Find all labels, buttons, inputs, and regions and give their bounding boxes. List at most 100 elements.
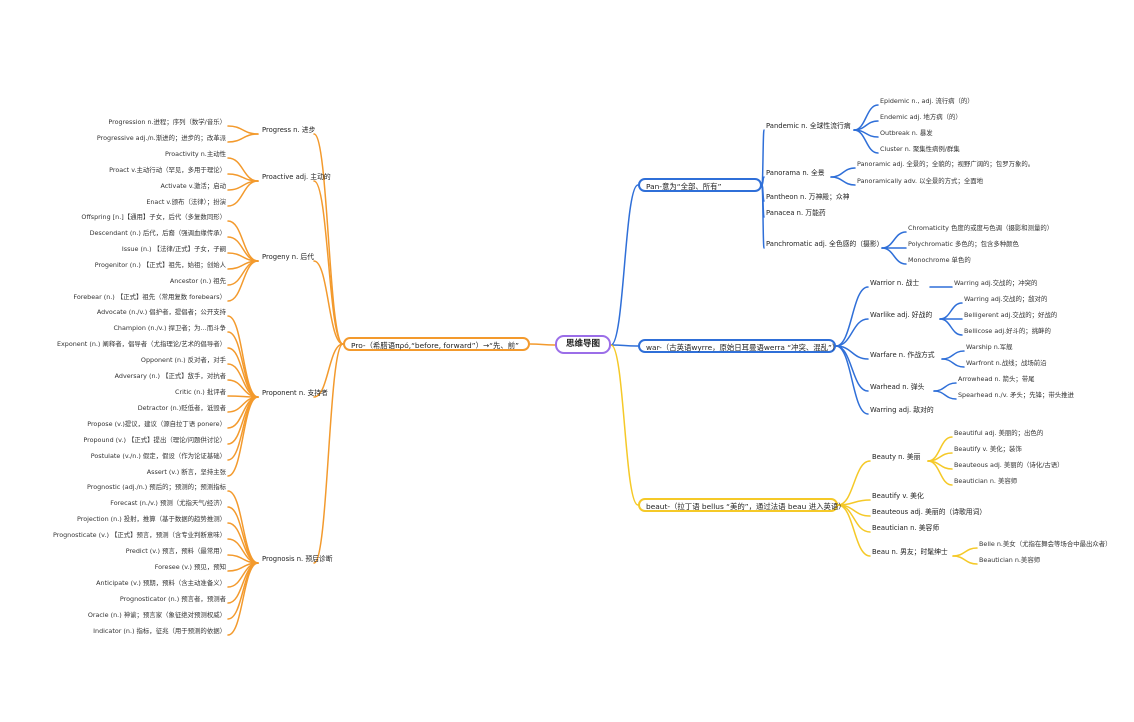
pro-item[interactable]: Projection (n.) 投射，推算（基于数据的趋势推测） [77,515,226,523]
pro-item[interactable]: Issue (n.) 【法律/正式】子女，子嗣 [121,245,226,253]
pan-group-label[interactable]: Pantheon n. 万神殿；众神 [766,193,850,201]
pro-item[interactable]: Progenitor (n.) 【正式】祖先，始祖；创始人 [94,261,226,269]
branch-war[interactable]: war-（古英语wyrre，原始日耳曼语werra “冲突、混乱”） [638,339,839,353]
pro-group-label[interactable]: Progress n. 进步 [262,126,316,134]
war-group-label[interactable]: Warrior n. 战士 [870,279,920,287]
connector-line [313,260,344,345]
pro-item[interactable]: Postulate (v./n.) 假定，假设（作为论证基础） [90,452,226,460]
connector-line [830,176,856,186]
beau-group-label[interactable]: Beautify v. 美化 [872,492,924,500]
pan-item[interactable]: Epidemic n., adj. 流行病（的） [880,97,974,105]
connector-line [837,460,871,506]
pan-item[interactable]: Cluster n. 聚集性病例/群集 [880,145,960,153]
war-item[interactable]: Belligerent adj.交战的；好战的 [964,311,1058,319]
connector-line [761,184,765,249]
pro-item[interactable]: Champion (n./v.) 捍卫者；为…而斗争 [113,324,226,332]
pro-group-label[interactable]: Proponent n. 支持者 [262,389,328,397]
pro-item[interactable]: Anticipate (v.) 预期，预料（含主动准备义） [96,579,226,587]
war-item[interactable]: Spearhead n./v. 矛头；先锋；带头推进 [958,391,1074,399]
pro-item[interactable]: Progression n.进程；序列（数学/音乐） [108,118,226,126]
beau-group-label[interactable]: Beautician n. 美容师 [872,524,940,532]
pro-item[interactable]: Advocate (n./v.) 倡护者，提倡者；公开支持 [96,308,226,316]
connector-line [227,396,259,461]
pro-item[interactable]: Proact v.主动行动（罕见，多用于理论） [109,166,226,174]
beau-item[interactable]: Beauteous adj. 美丽的（诗化/古语） [954,461,1064,469]
beau-group-label[interactable]: Beauty n. 美丽 [872,453,921,461]
pro-item[interactable]: Propose (v.)提议，建议（源自拉丁语 ponere） [87,420,226,428]
war-item[interactable]: Warship n.军舰 [966,343,1013,351]
connector-line [227,562,259,620]
pro-item[interactable]: Opponent (n.) 反对者，对手 [140,356,226,364]
war-item[interactable]: Arrowhead n. 箭头；带尾 [958,375,1035,383]
beau-item[interactable]: Beautiful adj. 美丽的；出色的 [954,429,1044,437]
connector-line [830,167,856,178]
war-group-label[interactable]: Warhead n. 弹头 [870,383,925,391]
war-item[interactable]: Bellicose adj.好斗的；挑衅的 [964,327,1051,335]
connector-line [227,506,259,564]
pan-item[interactable]: Outbreak n. 暴发 [880,129,933,137]
connector-line [227,125,259,135]
pro-item[interactable]: Predict (v.) 预言，预料（最常用） [125,547,226,555]
connector-line [313,133,344,345]
pro-group-label[interactable]: Prognosis n. 预后诊断 [262,555,333,563]
pro-item[interactable]: Progressive adj./n.渐进的；进步的；改革派 [96,134,226,142]
connector-line [227,220,259,262]
pro-item[interactable]: Foresee (v.) 预见，预知 [154,563,226,571]
beau-group-label[interactable]: Beau n. 男友；时髦绅士 [872,548,948,556]
pro-item[interactable]: Proactivity n.主动性 [165,150,226,158]
beau-group-label[interactable]: Beauteous adj. 美丽的（诗歌用词） [872,508,987,516]
pan-group-label[interactable]: Panchromatic adj. 全色感的（摄影） [766,240,884,248]
beau-item[interactable]: Beautician n. 美容师 [954,477,1018,485]
pro-item[interactable]: Descendant (n.) 后代，后裔（强调血缘传承） [89,229,226,237]
war-item[interactable]: Warfront n.战线；战场前沿 [966,359,1047,367]
pro-item[interactable]: Forecast (n./v.) 预测（尤指天气/经济） [110,499,226,507]
pro-group-label[interactable]: Proactive adj. 主动的 [262,173,331,181]
pan-item[interactable]: Panoramically adv. 以全景的方式；全面地 [857,177,984,185]
branch-pan[interactable]: Pan-意为“全部、所有” [638,178,762,192]
pro-item[interactable]: Critic (n.) 批评者 [175,388,226,396]
beau-item[interactable]: Beautify v. 美化；装饰 [954,445,1022,453]
pan-item[interactable]: Polychromatic 多色的；包含多种颜色 [908,240,1019,248]
pan-group-label[interactable]: Pandemic n. 全球性流行病 [766,122,851,130]
pro-item[interactable]: Oracle (n.) 神谕；预言家（象征绝对预测权威） [87,611,226,619]
root-node[interactable]: 思维导图 [555,335,611,354]
pro-item[interactable]: Prognosticator (n.) 预言者，预测者 [119,595,226,603]
connector-line [835,318,869,347]
pro-item[interactable]: Adversary (n.) 【正式】敌手，对抗者 [114,372,226,380]
pro-item[interactable]: Prognosticate (v.) 【正式】预言，预测（含专业判断意味） [52,531,226,539]
connector-line [313,343,344,398]
war-group-label[interactable]: Warring adj. 敌对的 [870,406,934,414]
pro-item[interactable]: Exponent (n.) 阐释者，倡导者（尤指理论/艺术的倡导者） [56,340,226,348]
pro-item[interactable]: Propound (v.) 【正式】提出（理论/问题供讨论） [83,436,226,444]
pro-item[interactable]: Ancestor (n.) 祖先 [169,277,226,285]
pan-item[interactable]: Endemic adj. 地方病（的） [880,113,962,121]
pro-item[interactable]: Indicator (n.) 指标，征兆（用于预测的依据） [93,627,226,635]
pan-item[interactable]: Chromaticity 色度的或度与色调（摄影和测量的） [908,224,1054,232]
pro-item[interactable]: Enact v.颁布（法律）；扮演 [146,198,226,206]
beau-item[interactable]: Beautician n.美容师 [979,556,1041,564]
pro-item[interactable]: Detractor (n.)贬低者，诋毁者 [137,404,226,412]
pro-item[interactable]: Assert (v.) 断言，坚持主张 [146,468,226,476]
war-item[interactable]: Warring adj.交战的；敌对的 [964,295,1048,303]
pan-item[interactable]: Panoramic adj. 全景的；全貌的；视野广阔的；包罗万象的。 [857,160,1035,168]
pro-group-label[interactable]: Progeny n. 后代 [262,253,314,261]
connector-line [227,396,259,477]
connector-line [227,260,259,302]
pro-item[interactable]: Prognostic (adj./n.) 预后的；预测的；预测指标 [86,483,226,491]
connector-line [610,344,639,506]
connector-line [313,343,344,564]
war-group-label[interactable]: Warfare n. 作战方式 [870,351,935,359]
war-group-label[interactable]: Warlike adj. 好战的 [870,311,933,319]
pro-item[interactable]: Forebear (n.) 【正式】祖先（常用复数 forebears） [73,293,226,301]
pan-group-label[interactable]: Panacea n. 万能药 [766,209,826,217]
pro-item[interactable]: Offspring [n.]【通用】子女，后代（多复数同形） [81,213,226,221]
pro-item[interactable]: Activate v.激活；启动 [160,182,227,190]
pan-item[interactable]: Monochrome 单色的 [908,256,971,264]
beau-item[interactable]: Belle n.美女（尤指在舞会等场合中最出众者） [979,540,1112,548]
branch-beau[interactable]: beaut-（拉丁语 bellus “美的”，通过法语 beau 进入英语） [638,498,846,512]
connector-line [837,504,871,557]
pan-group-label[interactable]: Panorama n. 全景 [766,169,825,177]
branch-pro[interactable]: Pro-（希腊语πρό,“before, forward”）→“先、前” [343,337,530,351]
war-item[interactable]: Warring adj.交战的；冲突的 [954,279,1038,287]
